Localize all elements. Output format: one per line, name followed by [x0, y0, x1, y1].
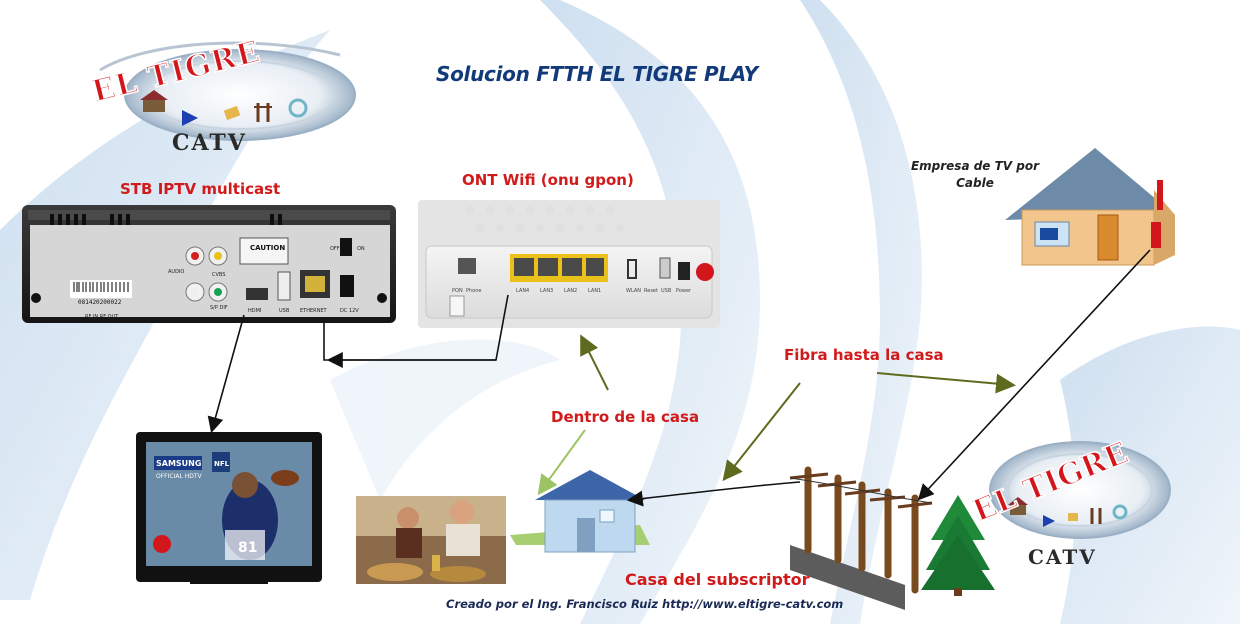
stb-ethernet-label: ETHERNET: [300, 308, 328, 314]
tv-nfl-label: NFL: [214, 460, 230, 468]
stb-audio-label: AUDIO: [168, 269, 184, 275]
ont-lan2-label: LAN2: [564, 288, 577, 294]
subscriber-house: [510, 470, 650, 553]
stb-off-label: OFF: [330, 246, 340, 252]
ont-label: ONT Wifi (onu gpon): [462, 171, 634, 189]
fiber-label: Fibra hasta la casa: [784, 346, 944, 364]
family-photo: [356, 496, 506, 584]
television: [136, 432, 322, 584]
tv-jersey-number: 81: [238, 540, 257, 556]
ont-wlan-label: WLAN: [626, 288, 641, 294]
stb-iptv-device: [22, 205, 396, 323]
cable-company-house: [1005, 148, 1175, 266]
stb-on-label: ON: [357, 246, 365, 252]
stb-spdif-label: S/P DIF: [210, 305, 228, 311]
stb-usb-label: USB: [279, 308, 290, 314]
logo-bottom-catv-text: CATV: [1028, 545, 1097, 569]
logo-top-catv-text: CATV: [172, 130, 247, 156]
stb-hdmi-label: HDMI: [248, 308, 261, 314]
subscriber-house-label: Casa del subscriptor: [625, 570, 810, 589]
inside-house-label: Dentro de la casa: [551, 408, 700, 426]
cable-company-label: Empresa de TV por Cable: [910, 159, 1040, 190]
ont-lan1-label: LAN1: [588, 288, 601, 294]
tv-brand-label: SAMSUNG: [156, 459, 201, 468]
stb-rf-label: RF IN RF OUT: [85, 314, 119, 320]
ont-reset-label: Reset: [644, 288, 658, 294]
tv-official-label: OFFICIAL HDTV: [156, 473, 203, 480]
ont-wifi-device: [418, 200, 720, 328]
stb-dc-label: DC 12V: [340, 308, 359, 314]
ont-lan4-label: LAN4: [516, 288, 529, 294]
ont-lan3-label: LAN3: [540, 288, 553, 294]
credit-text: Creado por el Ing. Francisco Ruiz http:/…: [446, 597, 844, 611]
page-title: Solucion FTTH EL TIGRE PLAY: [436, 62, 758, 86]
utility-poles: [789, 466, 933, 610]
stb-barcode-number: 081420200022: [78, 299, 122, 306]
stb-caution-label: CAUTION: [250, 244, 285, 252]
ont-usb-label: USB: [661, 288, 672, 294]
ont-power-label: Power: [676, 288, 692, 294]
pine-tree: [921, 495, 995, 596]
stb-label: STB IPTV multicast: [120, 180, 281, 198]
ont-phone-label: Phone: [466, 288, 482, 294]
connection-lines: [207, 249, 1151, 507]
ont-pon-label: PON: [452, 288, 463, 294]
stb-cvbs-label: CVBS: [212, 272, 225, 278]
